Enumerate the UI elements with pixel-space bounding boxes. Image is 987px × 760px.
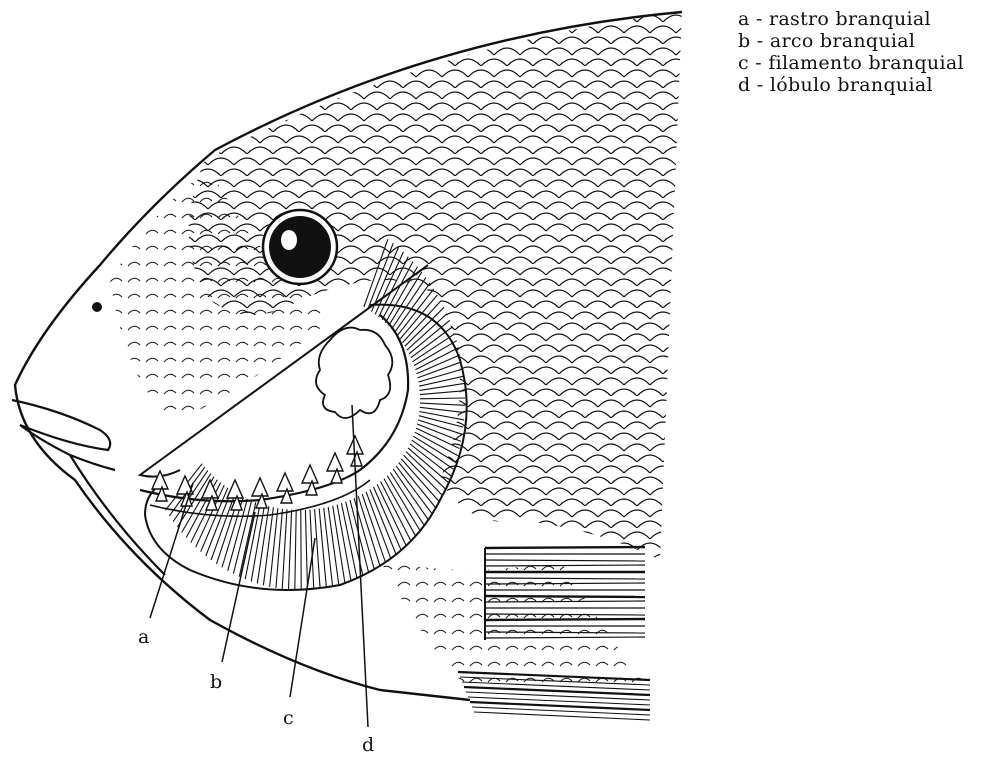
mouth xyxy=(12,400,165,575)
callout-c: c xyxy=(283,707,294,729)
legend-item-arco: b - arco branquial xyxy=(738,30,964,52)
callout-b: b xyxy=(210,671,222,693)
nostril xyxy=(92,302,102,312)
body-scales xyxy=(0,0,700,755)
legend-item-lobulo: d - lóbulo branquial xyxy=(738,74,964,96)
gill-rakers xyxy=(152,436,363,510)
eye xyxy=(263,210,337,284)
callout-d: d xyxy=(362,734,374,755)
legend-item-filamento: c - filamento branquial xyxy=(738,52,964,74)
gill-lobe xyxy=(316,328,392,418)
callout-a: a xyxy=(138,626,149,648)
legend-item-rastro: a - rastro branquial xyxy=(738,8,964,30)
legend: a - rastro branquial b - arco branquial … xyxy=(738,8,964,96)
